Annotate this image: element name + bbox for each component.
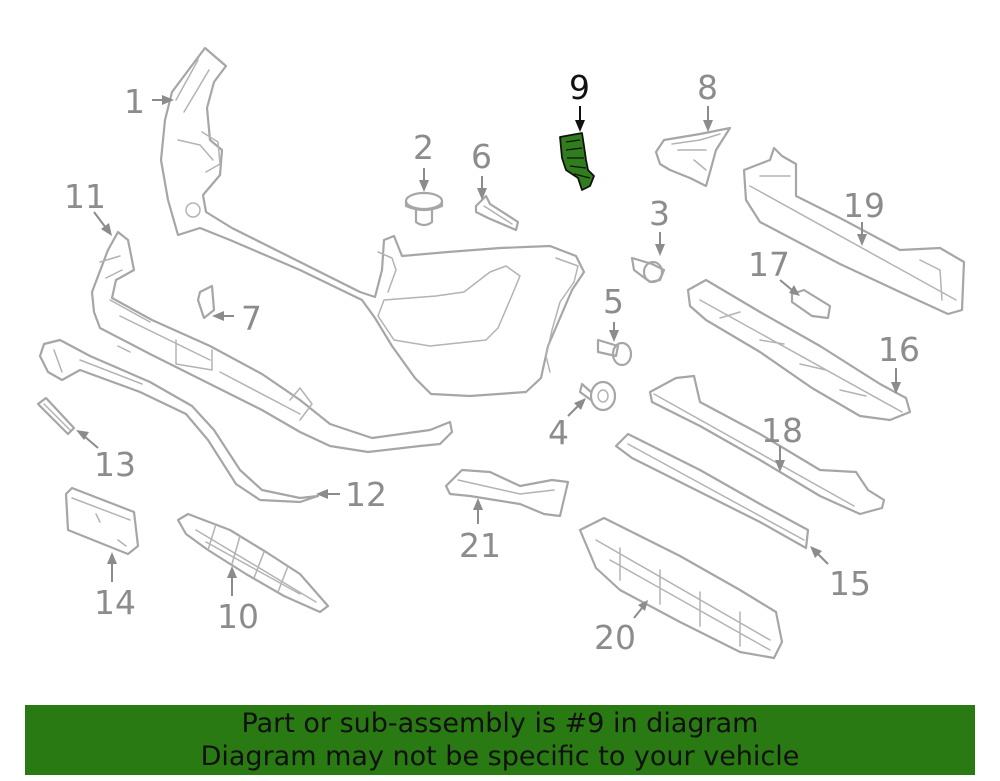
callout-2[interactable]: 2	[413, 128, 434, 167]
callout-4[interactable]: 4	[548, 413, 569, 452]
callout-6[interactable]: 6	[471, 137, 492, 176]
callout-10[interactable]: 10	[217, 597, 259, 636]
callout-12[interactable]: 12	[345, 475, 387, 514]
part-5-clip[interactable]	[596, 338, 633, 367]
part-11-lower-grille[interactable]	[90, 230, 454, 454]
callout-8[interactable]: 8	[697, 68, 718, 107]
callout-17[interactable]: 17	[748, 245, 790, 284]
banner-line-part-info: Part or sub-assembly is #9 in diagram	[241, 708, 759, 739]
info-banner: Part or sub-assembly is #9 in diagram Di…	[25, 705, 975, 775]
callout-18[interactable]: 18	[761, 411, 803, 450]
part-17-bracket[interactable]	[790, 288, 832, 320]
part-10-grille[interactable]	[176, 512, 330, 614]
callout-19[interactable]: 19	[843, 186, 885, 225]
part-15-absorber[interactable]	[614, 432, 810, 550]
part-16-absorber[interactable]	[686, 278, 912, 422]
part-12-moulding[interactable]	[38, 338, 320, 504]
part-6-bracket[interactable]	[474, 194, 520, 232]
callout-16[interactable]: 16	[878, 330, 920, 369]
callout-15[interactable]: 15	[829, 564, 871, 603]
part-7-clip[interactable]	[196, 284, 216, 320]
part-3-clip[interactable]	[630, 256, 666, 284]
callout-13[interactable]: 13	[94, 445, 136, 484]
callout-9-highlighted[interactable]: 9	[569, 68, 590, 107]
banner-line-disclaimer: Diagram may not be specific to your vehi…	[200, 741, 800, 772]
callout-labels: 1 2 3 4 5 6 7 8 9 10 11 12 13 14 15 16 1…	[64, 68, 920, 657]
part-13-clip[interactable]	[36, 396, 76, 436]
callout-1[interactable]: 1	[124, 82, 145, 121]
callout-3[interactable]: 3	[649, 194, 670, 233]
part-4-grommet[interactable]	[578, 380, 617, 412]
part-2-clip[interactable]	[404, 191, 444, 227]
part-20-deflector[interactable]	[578, 516, 784, 660]
part-21-bracket[interactable]	[444, 468, 570, 518]
part-18-support[interactable]	[648, 374, 886, 516]
callout-21[interactable]: 21	[459, 526, 501, 565]
callout-7[interactable]: 7	[241, 299, 262, 338]
callout-14[interactable]: 14	[94, 583, 136, 622]
leader-lines	[76, 95, 901, 619]
part-14-license-bracket[interactable]	[64, 486, 140, 556]
part-8-bracket[interactable]	[654, 126, 732, 188]
callout-11[interactable]: 11	[64, 177, 106, 216]
callout-20[interactable]: 20	[594, 618, 636, 657]
part-1-bumper-cover[interactable]	[159, 46, 586, 398]
part-9-bracket-highlighted[interactable]	[559, 132, 595, 191]
callout-5[interactable]: 5	[603, 282, 624, 321]
part-19-reinforcement[interactable]	[742, 146, 966, 316]
